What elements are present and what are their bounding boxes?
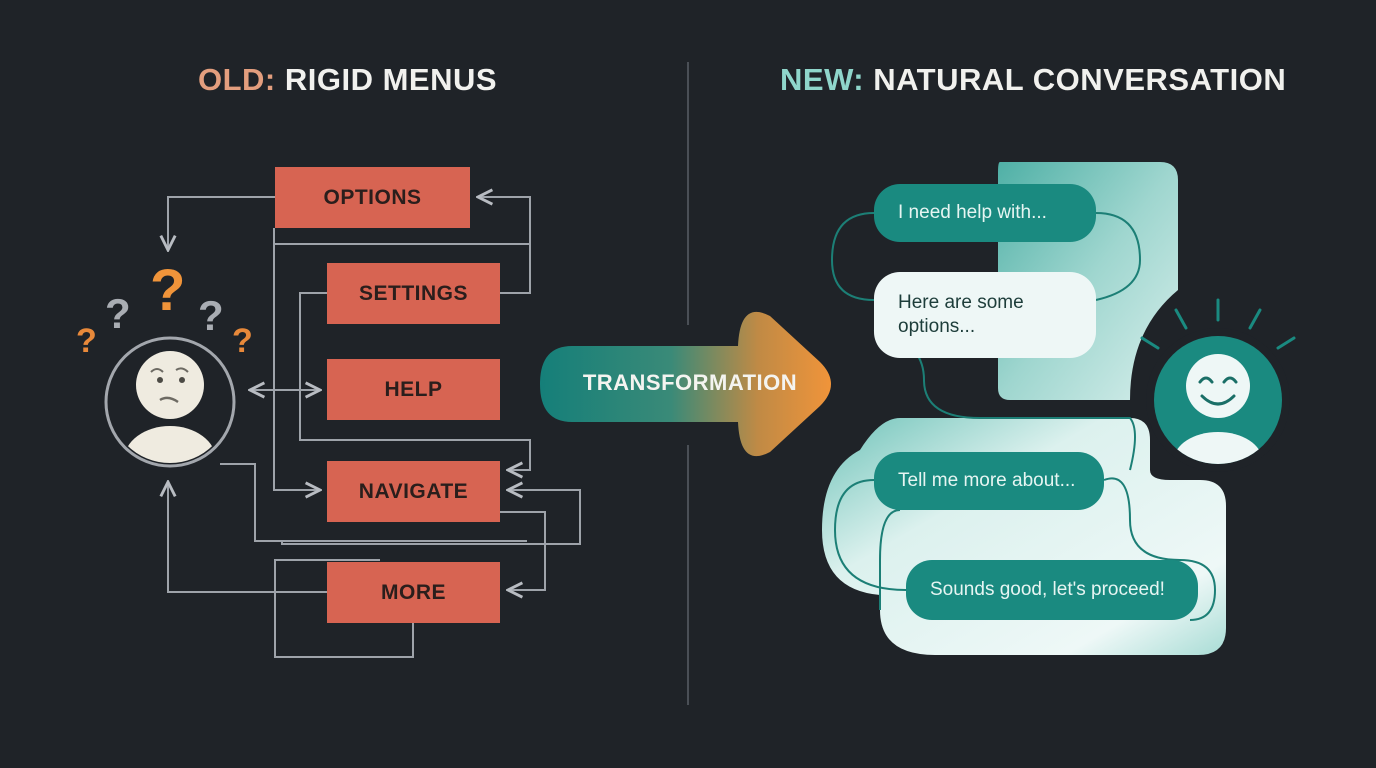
old-heading: OLD: RIGID MENUS — [198, 62, 497, 98]
svg-text:?: ? — [232, 322, 253, 360]
menu-box-options[interactable]: OPTIONS — [275, 167, 470, 228]
chat-bubble-bot-1-line1: Here are some — [898, 292, 1024, 313]
old-heading-prefix: OLD: — [198, 62, 276, 97]
new-heading-text: NATURAL CONVERSATION — [864, 62, 1287, 97]
question-mark-icon: ? ? ? ? ? — [76, 258, 253, 360]
chat-bubble-user-2: Tell me more about... — [874, 452, 1104, 510]
chat-bubble-bot-2: Sounds good, let's proceed! — [906, 560, 1198, 620]
chat-bubble-bot-1: Here are some options... — [874, 272, 1096, 358]
menu-box-settings[interactable]: SETTINGS — [327, 263, 500, 324]
confused-user-icon — [104, 336, 236, 468]
svg-text:?: ? — [198, 292, 224, 339]
new-heading-prefix: NEW: — [780, 62, 865, 97]
svg-text:?: ? — [150, 258, 185, 323]
flow-arrow-icon — [540, 311, 831, 457]
menu-box-help[interactable]: HELP — [327, 359, 500, 420]
new-heading: NEW: NATURAL CONVERSATION — [780, 62, 1286, 98]
chat-bubble-bot-1-line2: options... — [898, 316, 976, 337]
chat-bubble-user-1: I need help with... — [874, 184, 1096, 242]
menu-connector-lines — [168, 197, 581, 658]
svg-text:?: ? — [76, 322, 97, 360]
menu-box-navigate[interactable]: NAVIGATE — [327, 461, 500, 522]
menu-box-more[interactable]: MORE — [327, 562, 500, 623]
svg-text:?: ? — [105, 290, 131, 337]
old-heading-text: RIGID MENUS — [275, 62, 498, 97]
happy-user-icon — [1140, 298, 1296, 472]
transformation-label: TRANSFORMATION — [582, 370, 798, 395]
